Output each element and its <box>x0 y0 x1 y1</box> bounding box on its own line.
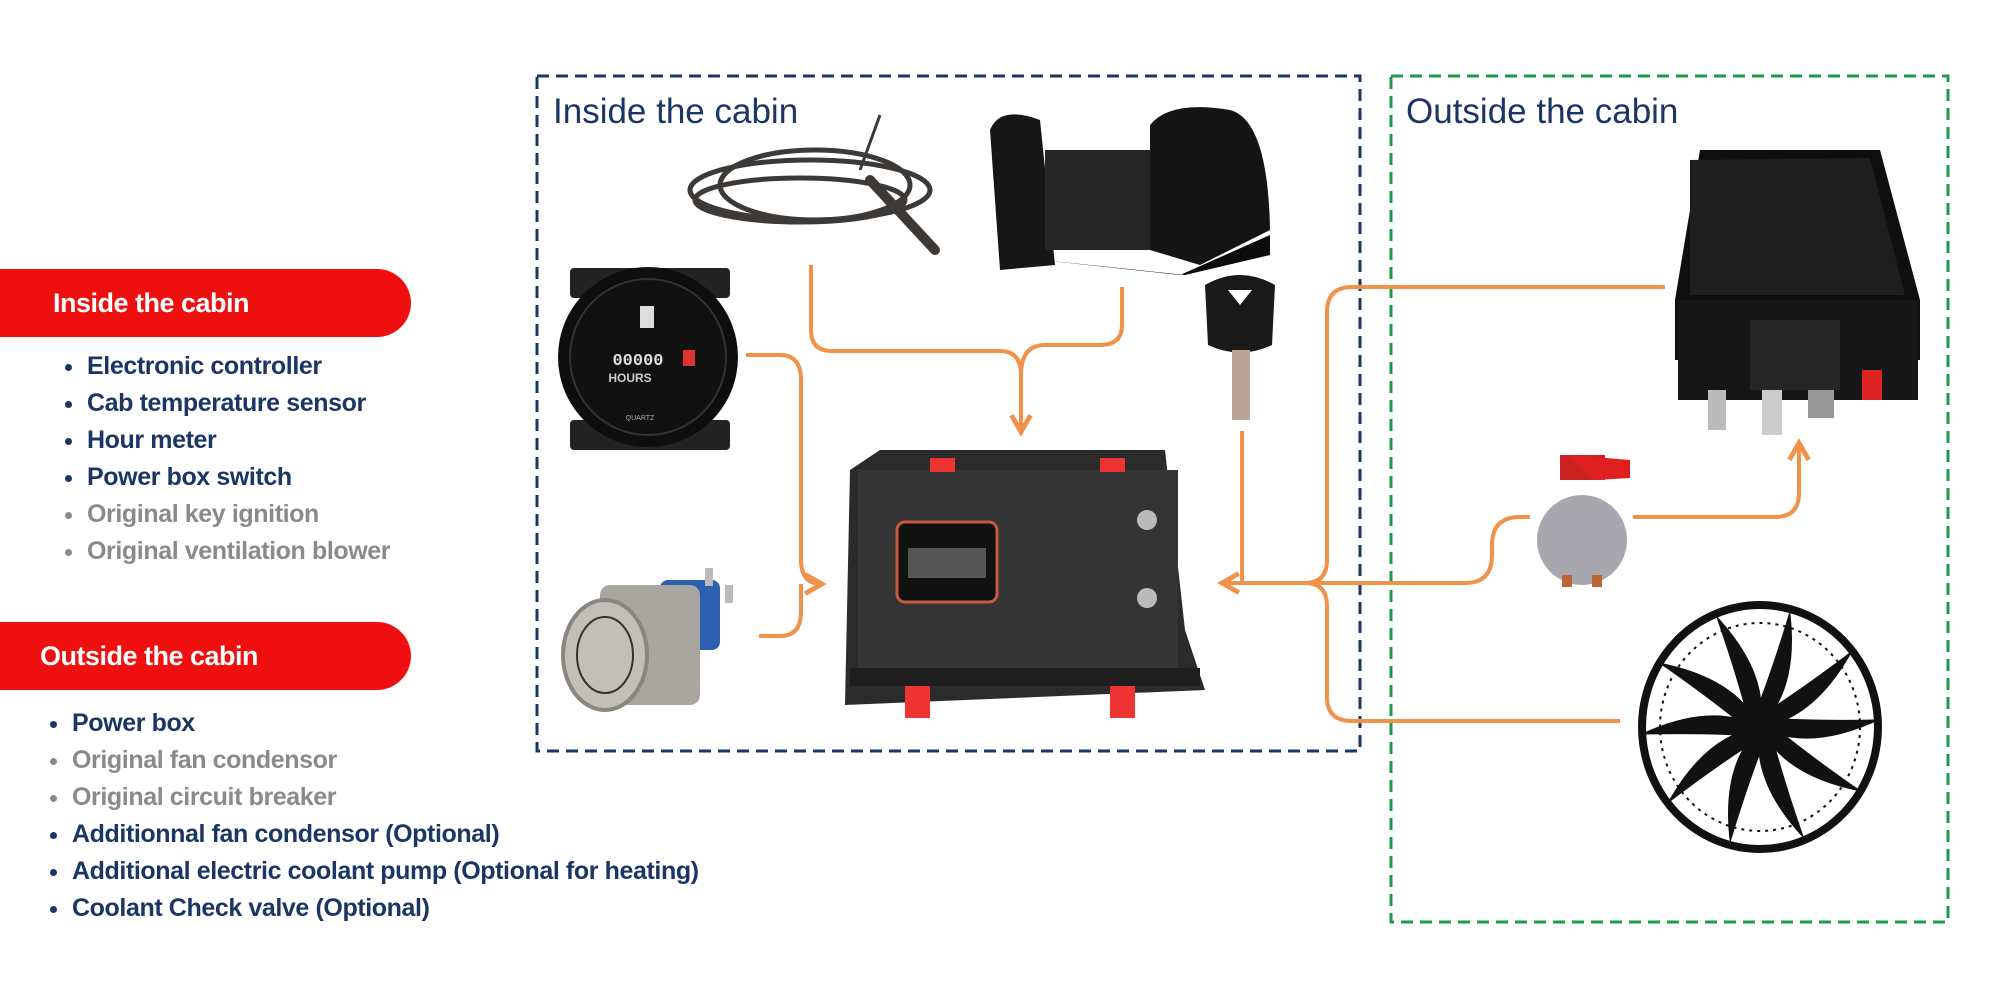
connector-key <box>1217 431 1244 595</box>
list-item: Original fan condensor <box>50 742 699 779</box>
inside-cabin-heading: Inside the cabin <box>0 269 411 337</box>
svg-text:HOURS: HOURS <box>608 371 651 385</box>
list-item: Cab temperature sensor <box>64 385 390 422</box>
fan-blade <box>1639 715 1760 736</box>
fan-blade <box>1760 727 1863 792</box>
ignition-key-image <box>1205 275 1275 420</box>
outside-cabin-heading: Outside the cabin <box>0 622 411 690</box>
circuit-breaker-image <box>1537 455 1630 587</box>
list-item: Power box <box>50 705 699 742</box>
temperature-sensor-cable-image <box>687 114 940 255</box>
connector-hour-meter <box>746 353 827 596</box>
ventilation-blower-image <box>990 107 1270 275</box>
power-box-image <box>1675 150 1920 435</box>
svg-text:00000: 00000 <box>612 352 663 371</box>
fan-blade <box>1715 614 1762 727</box>
connectors <box>746 265 1811 723</box>
connector-fan <box>1304 581 1620 723</box>
power-box-switch-image <box>561 568 733 712</box>
list-item: Original key ignition <box>64 496 390 533</box>
fan-blade <box>1666 727 1760 805</box>
list-item: Power box switch <box>64 459 390 496</box>
condenser-fan-image <box>1638 601 1882 853</box>
connector-power-box <box>1304 285 1665 585</box>
hour-meter-image: 00000 HOURS QUARTZ <box>558 267 738 450</box>
list-item: Additional electric coolant pump (Option… <box>50 853 699 890</box>
connector-sensor <box>809 265 1033 437</box>
list-item: Coolant Check valve (Optional) <box>50 890 699 927</box>
inside-cabin-box <box>535 74 1362 753</box>
list-item: Hour meter <box>64 422 390 459</box>
fan-blade <box>1728 727 1760 844</box>
fan-blade <box>1760 718 1881 739</box>
connector-breaker-in <box>1242 515 1530 585</box>
fan-blade <box>1760 610 1792 727</box>
list-item: Original ventilation blower <box>64 533 391 570</box>
outside-cabin-box <box>1389 74 1950 924</box>
list-item: Electronic controller <box>64 348 390 385</box>
connector-blower <box>1019 287 1124 376</box>
connector-breaker-out <box>1633 438 1811 519</box>
outside-cabin-box-title: Outside the cabin <box>1406 92 1678 131</box>
inside-cabin-box-title: Inside the cabin <box>553 92 798 131</box>
list-item: Additionnal fan condensor (Optional) <box>50 816 699 853</box>
fan-blade <box>1758 727 1805 840</box>
list-item: Original circuit breaker <box>50 779 699 816</box>
svg-text:QUARTZ: QUARTZ <box>626 415 655 422</box>
fan-blade <box>1657 662 1760 727</box>
fan-blade <box>1760 649 1854 727</box>
outside-cabin-list: Power box Original fan condensor Origina… <box>50 705 699 927</box>
electronic-controller-image <box>845 450 1205 718</box>
connector-switch <box>759 584 803 638</box>
inside-cabin-list: Electronic controller Cab temperature se… <box>64 348 391 570</box>
